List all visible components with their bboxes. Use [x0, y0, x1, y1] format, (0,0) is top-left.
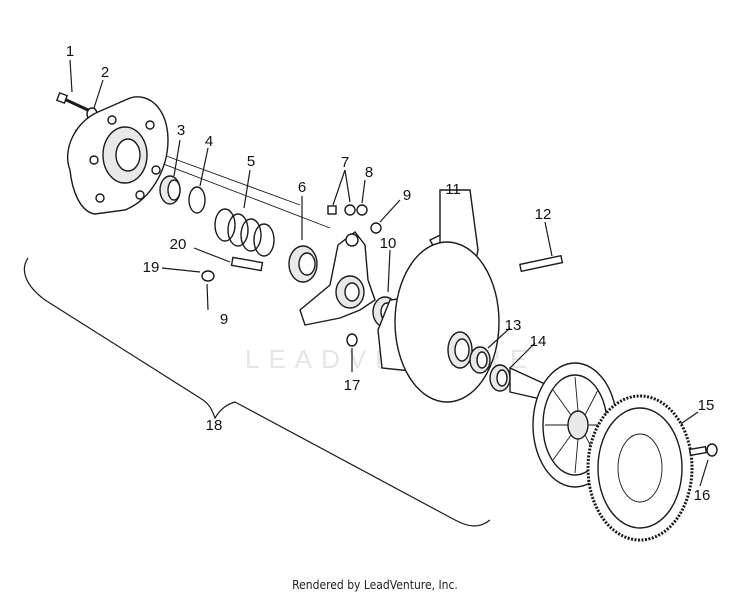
- part-17-fitting: [346, 333, 358, 372]
- part-3-bushing: [159, 139, 181, 205]
- part-19-pin: [161, 267, 215, 282]
- callout-19: 19: [143, 259, 160, 276]
- part-4-snap-ring: [188, 147, 209, 214]
- callout-8: 8: [365, 164, 373, 181]
- part-20-pin: [193, 247, 264, 272]
- part-6-roller: [288, 196, 318, 283]
- callout-16: 16: [694, 487, 711, 504]
- part-9-upper-button: [370, 199, 401, 234]
- callout-18: 18: [206, 417, 223, 434]
- part-14-bushing: [489, 342, 536, 392]
- part-15-ring-gear: [586, 394, 699, 542]
- callout-11: 11: [445, 181, 461, 198]
- callout-4: 4: [205, 133, 213, 150]
- part-16-screw: [688, 443, 718, 487]
- callout-13: 13: [505, 317, 522, 334]
- callout-7: 7: [341, 154, 349, 171]
- callout-6: 6: [298, 179, 306, 196]
- callout-9-lower: 9: [220, 311, 228, 328]
- callout-9-upper: 9: [403, 187, 411, 204]
- axis-line-2: [149, 149, 301, 206]
- callout-3: 3: [177, 122, 185, 139]
- callout-15: 15: [698, 397, 715, 414]
- callout-17: 17: [344, 377, 361, 394]
- callout-14: 14: [530, 333, 547, 350]
- callout-2: 2: [101, 64, 109, 81]
- cover-plate: [66, 96, 169, 215]
- callout-5: 5: [247, 153, 255, 170]
- part-9-lower-button: [206, 283, 209, 311]
- part-1-bolt: [55, 59, 89, 112]
- callout-12: 12: [535, 206, 552, 223]
- callout-20: 20: [170, 236, 187, 253]
- part-7-nut: [327, 169, 351, 215]
- part-5-spring: [214, 169, 275, 257]
- callout-10: 10: [380, 235, 397, 252]
- spider-arm: [299, 231, 376, 326]
- group-bracket-18: [23, 257, 491, 527]
- part-8-washer: [344, 179, 368, 216]
- part-13-bushing: [469, 327, 511, 374]
- callout-1: 1: [66, 43, 74, 60]
- part-12-pin: [519, 221, 564, 273]
- footer-credit: Rendered by LeadVenture, Inc.: [292, 578, 458, 592]
